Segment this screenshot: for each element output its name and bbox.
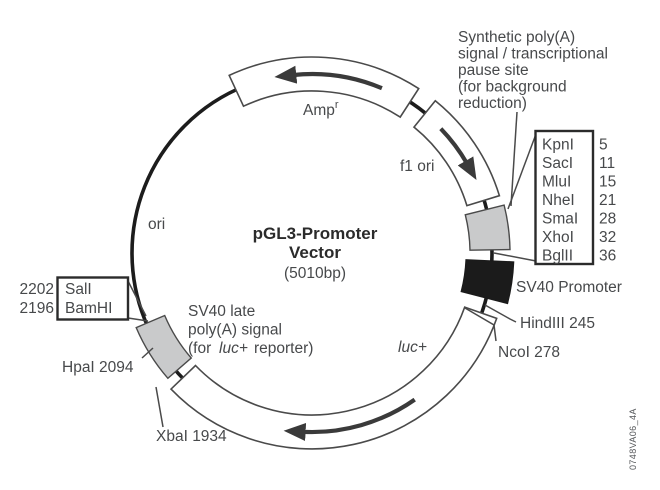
f1-ori-arc	[412, 99, 501, 207]
sv40-late-note-line-1: SV40 late	[188, 303, 255, 320]
mcs-site-name: BglII	[542, 248, 573, 265]
hindiii-site-label: HindIII 245	[520, 315, 595, 332]
hpai-leader-line	[141, 347, 154, 359]
vector-title: pGL3-Promoter Vector (5010bp)	[253, 224, 378, 282]
mcs-site-name: XhoI	[542, 229, 574, 246]
amp-direction-arrow	[274, 65, 383, 91]
mcs-site-name: NheI	[542, 192, 575, 209]
mcs-site-name: MluI	[542, 174, 571, 191]
synthetic-polya-note: Synthetic poly(A) signal / transcription…	[458, 29, 608, 112]
sv40-promoter-label: SV40 Promoter	[516, 279, 622, 296]
hpai-site-label: HpaI 2094	[62, 359, 134, 376]
mcs-site-position: 28	[599, 211, 616, 228]
amp-gene-label: Ampr	[303, 99, 339, 119]
sv40-promoter-region	[460, 259, 515, 305]
luc-direction-arrow	[283, 397, 416, 441]
f1-direction-arrow	[439, 127, 477, 180]
vector-name-line-1: pGL3-Promoter	[253, 224, 378, 243]
synthetic-note-line-1: Synthetic poly(A)	[458, 29, 575, 46]
synthetic-note-line-5: reduction)	[458, 95, 527, 112]
mcs-site-name: SmaI	[542, 211, 578, 228]
xbai-site-label: XbaI 1934	[156, 428, 227, 445]
synthetic-note-line-3: pause site	[458, 62, 529, 79]
mcs-sites-box	[534, 129, 595, 266]
bam-site-position: 2196	[20, 300, 54, 317]
hindiii-leader-line	[484, 304, 517, 323]
mcs-site-position: 36	[599, 248, 616, 265]
ncoi-site-label: NcoI 278	[498, 344, 560, 361]
bam-site-name: BamHI	[65, 300, 112, 317]
synthetic-polya-leader-line	[510, 111, 518, 207]
mcs-site-position: 11	[599, 155, 615, 172]
luc-gene-arc	[169, 306, 498, 450]
sal-bam-box	[56, 276, 130, 321]
sv40-late-note-line-2: poly(A) signal	[188, 322, 282, 339]
mcs-site-name: KpnI	[542, 137, 574, 154]
sal-bam-wedge-line-bottom	[127, 317, 149, 322]
synthetic-note-line-4: (for background	[458, 79, 567, 96]
sal-site-name: SalI	[65, 281, 92, 298]
ori-label: ori	[148, 216, 165, 233]
mcs-wedge-line-top	[507, 133, 537, 210]
mcs-site-position: 15	[599, 174, 616, 191]
mcs-wedge-line-bottom	[493, 252, 537, 262]
synthetic-note-line-2: signal / transcriptional	[458, 46, 608, 63]
mcs-site-position: 21	[599, 192, 616, 209]
f1-ori-label: f1 ori	[400, 158, 434, 175]
vector-size: (5010bp)	[284, 265, 346, 282]
sal-site-position: 2202	[20, 281, 54, 298]
vector-name-line-2: Vector	[289, 243, 341, 262]
xbai-leader-line	[155, 386, 164, 428]
synthetic-polya-region	[464, 204, 511, 251]
mcs-site-list: KpnI 5 SacI 11 MluI 15 NheI 21 SmaI 28 X…	[542, 137, 616, 265]
sal-bam-site-list: SalI BamHI 2202 2196	[20, 281, 113, 317]
sv40-late-polya-region	[135, 314, 193, 380]
mcs-site-name: SacI	[542, 155, 573, 172]
mcs-site-position: 5	[599, 137, 608, 154]
luc-gene-label: luc+	[398, 339, 427, 356]
sal-bam-wedge-line-top	[127, 280, 147, 317]
mcs-site-position: 32	[599, 229, 616, 246]
figure-code: 0748VA06_4A	[628, 408, 638, 470]
ncoi-leader-line	[464, 307, 497, 342]
